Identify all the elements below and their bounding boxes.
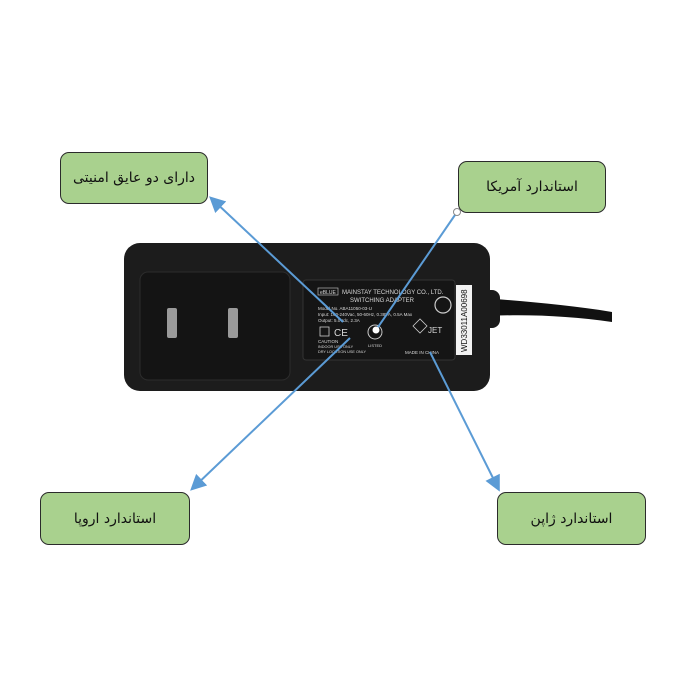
output-text: Output: 5.0Vdc, 2.3A — [318, 318, 360, 323]
callout-jp-standard: استاندارد ژاپن — [497, 492, 646, 545]
pse-mark — [412, 318, 428, 334]
arrow-us — [375, 214, 456, 331]
plug-recess — [139, 271, 291, 381]
rating-label — [302, 279, 456, 361]
caution-line1: INDOOR USE ONLY — [318, 345, 354, 349]
arrow-eu — [190, 337, 351, 491]
caution-text: CAUTION — [318, 339, 338, 344]
arrow-safety — [209, 196, 344, 323]
psb-mark — [434, 296, 452, 314]
company-text: MAINSTAY TECHNOLOGY CO., LTD. — [342, 290, 444, 296]
ce-mark: CE — [334, 328, 348, 339]
prong-right — [228, 308, 238, 338]
callout-eu-standard: استاندارد اروپا — [40, 492, 190, 545]
arrow-jp — [429, 351, 500, 492]
serial-sticker — [456, 285, 472, 355]
jet-text: JET — [428, 326, 442, 335]
model-text: Model No. ABA11050-03-U — [318, 306, 372, 311]
type-text: SWITCHING ADAPTER — [350, 298, 415, 304]
caution-line2: DRY LOCATION USE ONLY — [318, 350, 367, 354]
serial-text: WD33011A00698 — [460, 289, 469, 352]
cable — [485, 298, 612, 322]
callout-safety-pins: دارای دو عایق امنیتی — [60, 152, 208, 204]
prong-left — [167, 308, 177, 338]
made-in-text: MADE IN CHINA — [405, 350, 439, 355]
ul-dot — [372, 326, 380, 334]
input-text: Input: 100-240Vac, 50-60Hz, 0.38VA, 0.5A… — [318, 312, 413, 317]
brand-text: eBLUE — [320, 290, 337, 296]
ul-mark — [367, 324, 383, 340]
listed-text: LISTED — [368, 343, 382, 348]
callout-us-standard: استاندارد آمریکا — [458, 161, 606, 213]
us-connector-dot — [453, 208, 461, 216]
